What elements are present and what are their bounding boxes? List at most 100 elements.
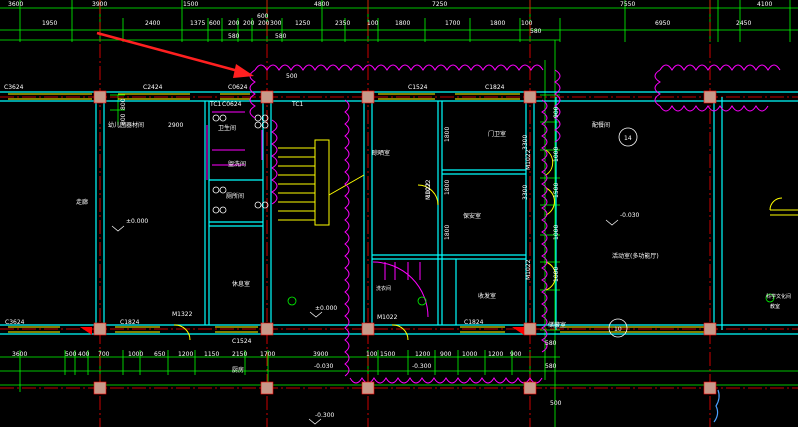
dim-text: 300 [270,20,282,27]
dim-text: 1500 [183,1,198,8]
dim-text: 580 [275,33,287,40]
dim-text: 1800 [395,20,410,27]
window-tag: C0624 [228,84,248,91]
dim-text: 1500 [553,183,560,198]
dim-text: 1800 [444,225,451,240]
dim-text: 800 [120,113,127,125]
room-label: 走廊 [76,198,88,206]
dims-side-text: 800 800 900 1800 1800 1800 1022 1500 330… [120,98,560,282]
revision-cloud [249,64,781,384]
dim-text: 4800 [314,1,329,8]
room-label: 洗衣间 [376,285,391,292]
dim-text: 2450 [736,20,751,27]
dim-text: 200 [258,20,270,27]
dim-text: 3300 [522,185,529,200]
window-tag: M1322 [172,311,193,318]
room-label: 教室 [770,303,780,310]
dims-top-text: 3600 3900 1500 4800 7250 7550 4100 1950 … [8,1,772,80]
dim-text: 1700 [445,20,460,27]
window-tag: C0624 [222,101,242,108]
dim-text: 1000 [128,351,143,358]
dim-text: 100 [521,20,533,27]
level-marks: ±0.000 ±0.000 -0.030 -0.030 -0.300 -0.30… [111,212,640,425]
dim-text: 600 [257,13,269,20]
dim-text: 2350 [335,20,350,27]
dim-text: 3900 [313,351,328,358]
window-tag: TC1 [209,101,222,108]
level-mark: ±0.000 [315,305,337,312]
dim-text: 100 [367,20,379,27]
dim-text: 1800 [444,180,451,195]
room-label: 收发室 [478,292,496,300]
window-tags: C3624 C2424 C0624 C0624 TC1 C1524 C1824 … [4,84,532,345]
room-label: 幼儿园器材间 [108,121,144,129]
window-tag: M1022 [525,149,532,170]
level-mark: -0.300 [412,363,432,370]
walls [0,91,798,335]
window-tag: C1824 [120,319,140,326]
dim-text: 3900 [92,1,107,8]
room-label: 2900 [168,122,183,129]
dims-bottom-text: 3600 500 400 700 1000 650 1200 1150 2150… [12,340,562,407]
dim-text: 1022 [425,183,432,198]
dim-text: 7550 [620,1,635,8]
room-label: 保安室 [463,212,481,220]
window-tag: C2424 [143,84,163,91]
windows [8,93,798,341]
dim-text: 1000 [553,147,560,162]
dim-text: 3300 [522,135,529,150]
room-label: 厨房 [232,366,244,374]
door-markers [80,327,524,335]
window-tag: C1524 [408,84,428,91]
dim-text: 1200 [178,351,193,358]
room-labels: 幼儿园器材间 2900 卫生间 盥洗间 厕所间 休息室 晾晒室 门卫室 保安室 … [76,121,791,374]
room-label: 门卫室 [488,130,506,138]
window-tag: M1022 [425,179,432,200]
dim-text: 1200 [488,351,503,358]
room-label: 盥洗间 [228,160,246,168]
dim-text: 500 [286,73,298,80]
room-label: 活动室(多功能厅) [612,252,659,260]
dim-text: 400 [78,351,90,358]
dim-text: 900 [553,106,560,118]
window-tag: C1524 [232,338,252,345]
dim-text: 1000 [462,351,477,358]
room-label: 厕所间 [226,192,244,200]
dim-text: 2400 [145,20,160,27]
window-tag: TC1 [291,101,304,108]
axis-bubble-labels: 14 10 [614,135,632,333]
room-label: 卫生间 [218,124,236,132]
break-line [713,389,720,423]
dim-text: 4100 [757,1,772,8]
dim-text: 650 [154,351,166,358]
dim-text: 500 [550,400,562,407]
dim-text: 1800 [444,127,451,142]
dim-text: 6950 [655,20,670,27]
axis-label: 14 [624,135,632,142]
dim-text: 580 [228,33,240,40]
annotation-arrow [96,31,254,78]
dim-text: 3600 [8,1,23,8]
level-mark: -0.030 [314,363,334,370]
dim-text: 800 [120,98,127,110]
dim-text: 1150 [204,351,219,358]
dim-text: 580 [545,363,557,370]
window-tag: C3624 [5,319,25,326]
room-label: 储藏室 [548,321,566,329]
level-mark: ±0.000 [126,218,148,225]
dim-text: 1500 [380,351,395,358]
window-tag: C1824 [464,319,484,326]
window-tag: C1824 [485,84,505,91]
dim-text: 1200 [415,351,430,358]
level-mark: -0.030 [620,212,640,219]
dim-text: 200 [243,20,255,27]
dim-text: 1250 [295,20,310,27]
dim-text: 580 [545,340,557,347]
dim-text: 700 [98,351,110,358]
axis-label: 10 [614,326,622,333]
window-tag: M1022 [525,259,532,280]
dim-text: 1700 [260,351,275,358]
room-label: 配餐间 [592,121,610,129]
